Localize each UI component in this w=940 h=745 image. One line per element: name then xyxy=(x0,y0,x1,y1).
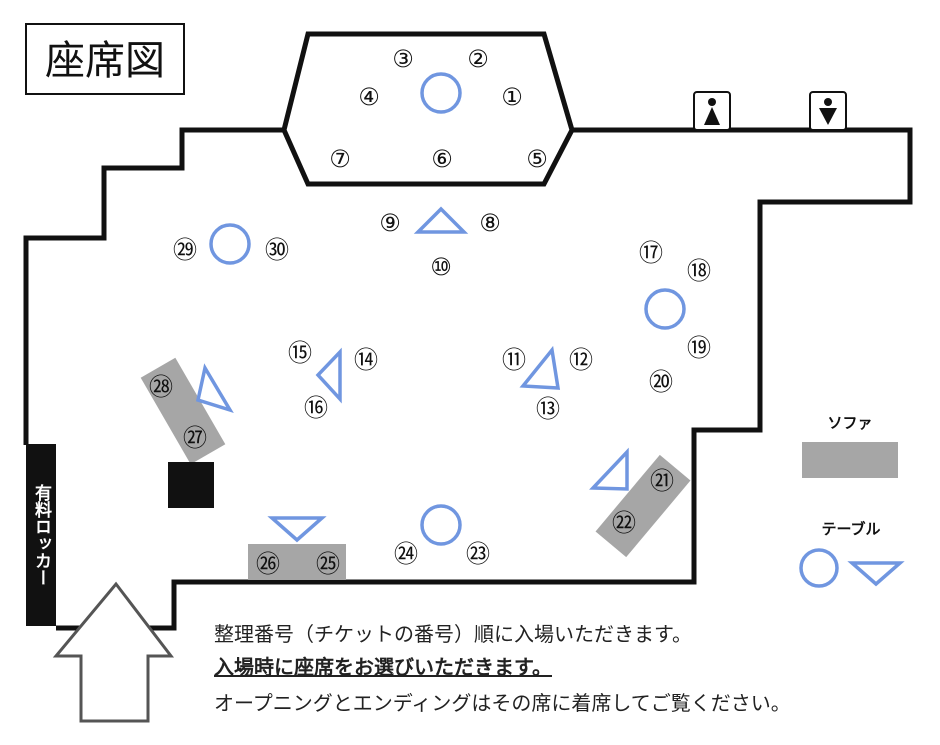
seat-number-24: ㉔ xyxy=(394,540,418,568)
seat-number-2: ② xyxy=(467,45,489,73)
wall-upper-left xyxy=(23,127,284,445)
seat-number-27: ㉗ xyxy=(183,424,207,452)
restroom-male-icon xyxy=(809,91,847,131)
wall-right-bottom xyxy=(56,127,913,631)
seat-number-17: ⑰ xyxy=(639,239,663,267)
note-order: 整理番号（チケットの番号）順に入場いただきます。 xyxy=(214,622,692,646)
sofa-left xyxy=(140,357,226,465)
seat-number-25: ㉕ xyxy=(316,550,340,578)
seat-number-5: ⑤ xyxy=(526,145,548,173)
locker-label: 有料ロッカー xyxy=(31,483,52,586)
table-circle-17-20 xyxy=(644,288,686,330)
seat-number-14: ⑭ xyxy=(354,346,378,374)
seat-number-19: ⑲ xyxy=(687,334,711,362)
sofa-bottom xyxy=(248,544,346,580)
entrance-arrow-icon xyxy=(52,581,175,723)
legend-table-label: テーブル xyxy=(821,520,880,538)
note-seat-selection: 入場時に座席をお選びいただきます。 xyxy=(214,655,552,679)
seat-number-16: ⑯ xyxy=(304,394,328,422)
seat-number-21: ㉑ xyxy=(650,467,674,495)
table-triangle-27-28 xyxy=(195,363,234,414)
restroom-female-icon xyxy=(693,91,731,131)
table-triangle-14-16 xyxy=(315,347,342,404)
table-triangle-21-22 xyxy=(589,447,629,491)
black-box xyxy=(168,462,214,508)
seat-number-23: ㉓ xyxy=(466,540,490,568)
seat-number-20: ⑳ xyxy=(649,368,673,396)
seat-number-22: ㉒ xyxy=(612,509,636,537)
seat-number-12: ⑫ xyxy=(569,346,593,374)
table-circle-stage xyxy=(420,72,462,114)
seat-number-1: ① xyxy=(501,83,523,111)
title-box xyxy=(25,23,185,95)
legend-sofa xyxy=(802,442,898,478)
sofa-right xyxy=(595,454,691,558)
seat-number-3: ③ xyxy=(392,45,414,73)
table-circle-23-24 xyxy=(420,504,462,546)
seat-number-30: ㉚ xyxy=(265,236,289,264)
legend-table-circle xyxy=(799,548,839,588)
seat-number-4: ④ xyxy=(358,83,380,111)
seat-number-13: ⑬ xyxy=(536,395,560,423)
seat-number-28: ㉘ xyxy=(149,373,173,401)
table-triangle-25-26 xyxy=(267,516,327,543)
seat-number-26: ㉖ xyxy=(256,550,280,578)
seat-number-15: ⑮ xyxy=(288,339,312,367)
note-opening-ending: オープニングとエンディングはその席に着席してご覧ください。 xyxy=(214,691,791,715)
seat-number-7: ⑦ xyxy=(329,145,351,173)
seat-number-10: ⑩ xyxy=(430,253,452,281)
table-triangle-11-13 xyxy=(519,345,561,390)
seat-number-9: ⑨ xyxy=(379,209,401,237)
legend-sofa-label: ソファ xyxy=(827,414,872,432)
seat-number-11: ⑪ xyxy=(502,346,526,374)
table-triangle-8-10 xyxy=(413,206,469,234)
table-circle-29-30 xyxy=(209,223,251,265)
seat-number-8: ⑧ xyxy=(479,209,501,237)
seat-number-18: ⑱ xyxy=(687,257,711,285)
legend-table-triangle xyxy=(847,561,905,587)
paid-locker xyxy=(26,444,56,626)
seat-number-29: ㉙ xyxy=(173,236,197,264)
seat-number-6: ⑥ xyxy=(431,145,453,173)
page-title: 座席図 xyxy=(45,38,165,84)
